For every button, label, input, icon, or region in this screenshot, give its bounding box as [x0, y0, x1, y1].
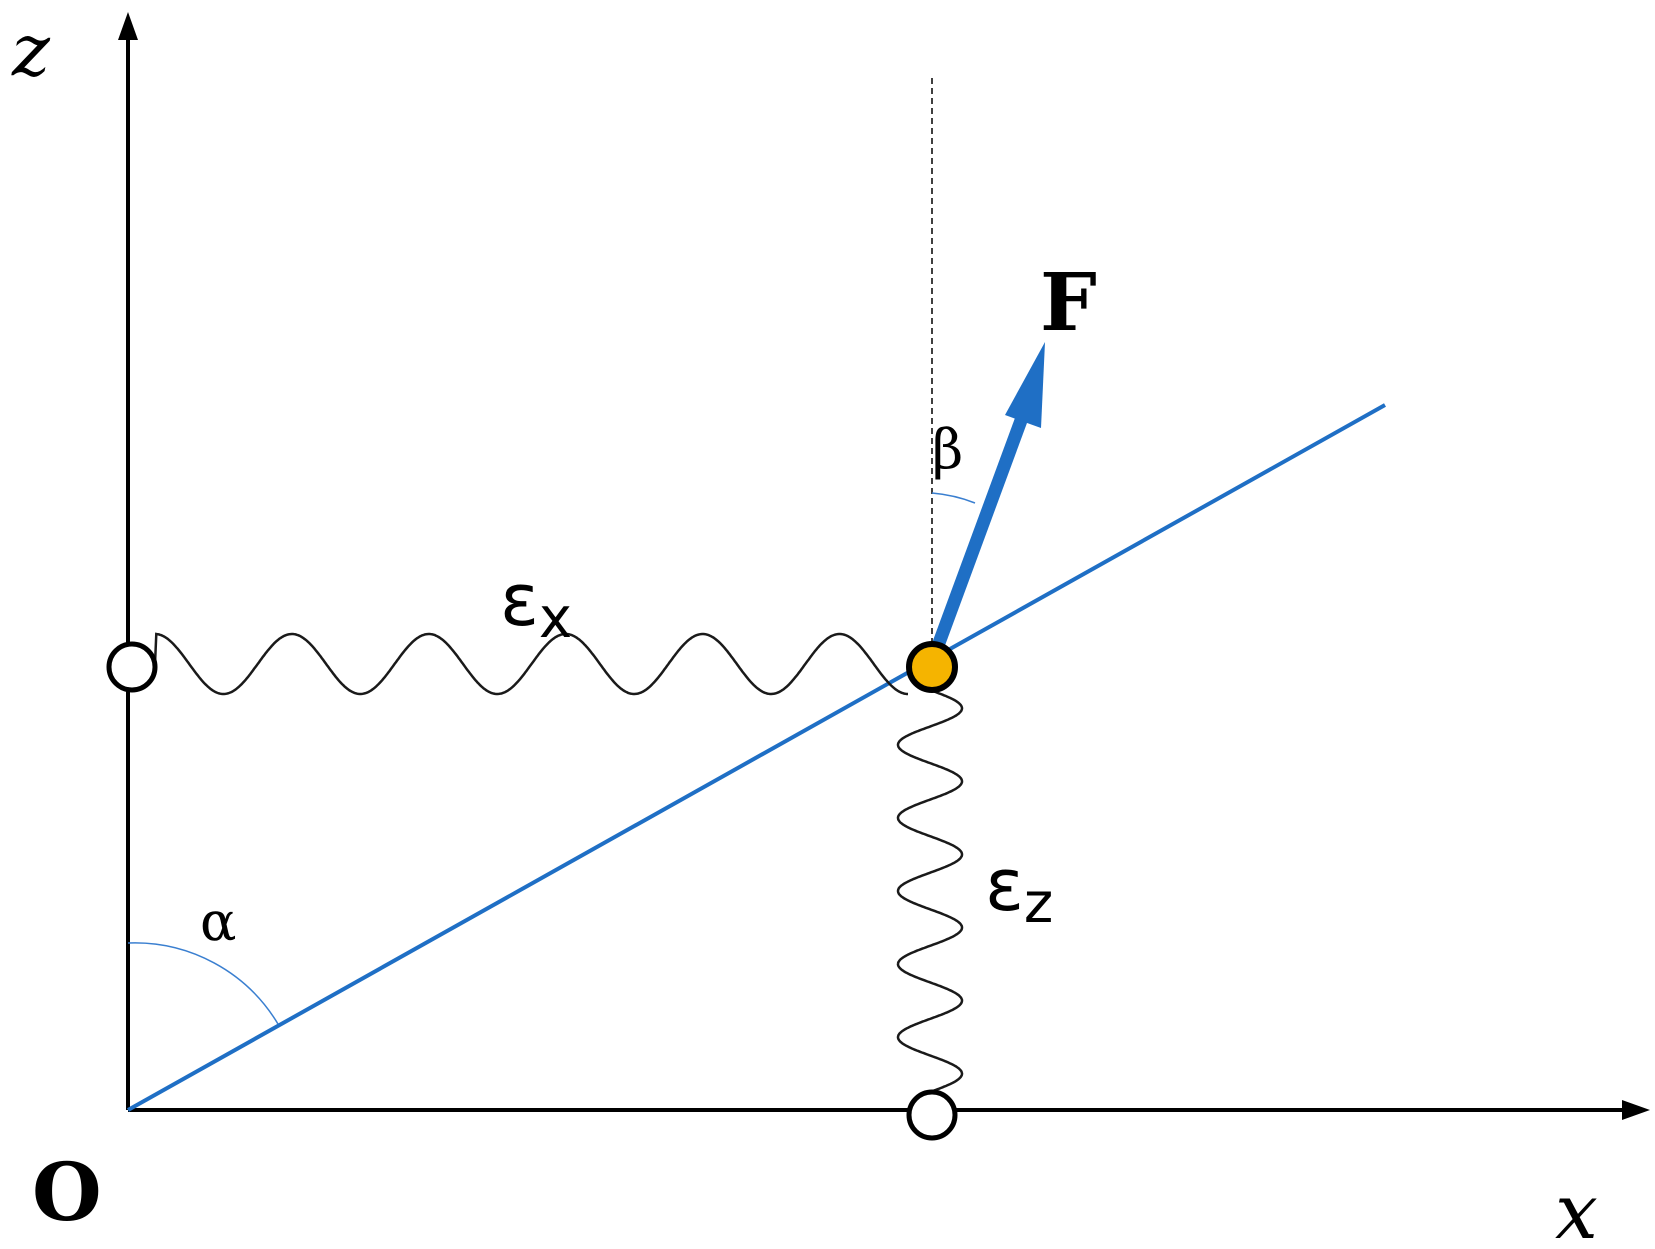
- spring-x-label-sub: x: [539, 586, 572, 651]
- alpha-label: α: [200, 890, 236, 953]
- force-label: F: [1040, 255, 1097, 349]
- x-axis-label: x: [1555, 1167, 1598, 1249]
- force-arrow-head: [1005, 342, 1045, 428]
- alpha-arc: [127, 942, 279, 1025]
- beta-arc: [931, 492, 976, 504]
- x-axis-anchor-circle: [906, 1089, 958, 1141]
- incline-line: [127, 403, 1386, 1112]
- origin-label: O: [32, 1145, 102, 1239]
- z-axis-label: z: [11, 8, 51, 92]
- spring-z: [896, 688, 964, 1094]
- beta-label: β: [932, 418, 963, 481]
- spring-z-label: εz: [985, 843, 1053, 936]
- spring-x: [153, 632, 908, 696]
- spring-z-label-main: ε: [985, 843, 1024, 927]
- z-axis-arrowhead: [118, 12, 138, 40]
- spring-z-label-sub: z: [1024, 871, 1053, 936]
- force-arrow-shaft: [925, 412, 1030, 665]
- z-axis-anchor-circle: [106, 641, 158, 693]
- spring-x-label-main: ε: [500, 558, 539, 642]
- mass-point: [906, 641, 958, 693]
- x-axis-arrowhead: [1622, 1100, 1650, 1120]
- spring-x-label: εx: [500, 558, 572, 651]
